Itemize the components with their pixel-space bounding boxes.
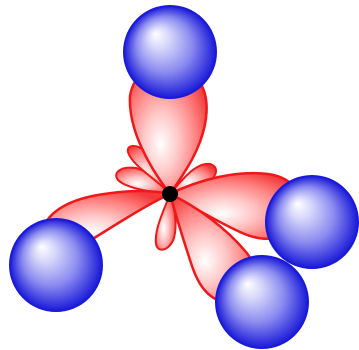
atom-left [9, 218, 103, 312]
back-lobes [115, 145, 217, 251]
nucleus [162, 186, 178, 202]
atom-right [265, 175, 359, 269]
atom-top [123, 5, 217, 99]
atoms [9, 5, 359, 349]
atom-bottom-right [215, 255, 309, 349]
